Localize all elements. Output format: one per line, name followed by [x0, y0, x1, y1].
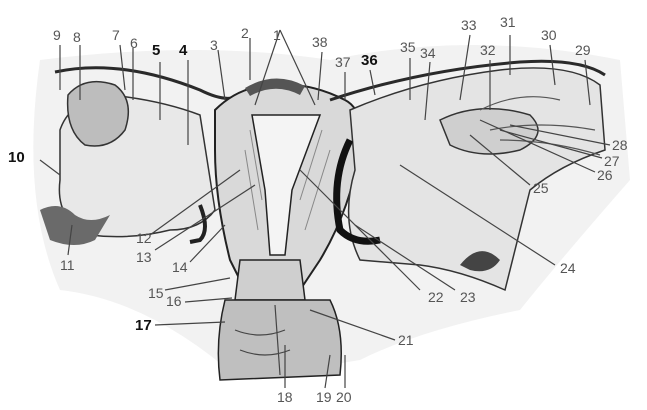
label-14: 14	[172, 259, 188, 275]
label-20: 20	[336, 389, 352, 405]
label-9: 9	[53, 27, 61, 43]
label-21: 21	[398, 332, 414, 348]
label-4: 4	[179, 42, 188, 59]
label-5: 5	[152, 42, 160, 59]
label-12: 12	[136, 230, 152, 246]
label-33: 33	[461, 17, 477, 33]
label-25: 25	[533, 180, 549, 196]
label-10: 10	[8, 149, 25, 166]
label-22: 22	[428, 289, 444, 305]
label-11: 11	[60, 257, 75, 273]
label-28: 28	[612, 137, 628, 153]
label-32: 32	[480, 42, 496, 58]
label-29: 29	[575, 42, 591, 58]
label-8: 8	[73, 29, 81, 45]
label-26: 26	[597, 167, 613, 183]
label-15: 15	[148, 285, 164, 301]
label-2: 2	[241, 25, 249, 41]
label-36: 36	[361, 52, 378, 69]
label-19: 19	[316, 389, 332, 405]
label-17: 17	[135, 317, 152, 334]
label-18: 18	[277, 389, 293, 405]
right-ovary	[440, 109, 538, 154]
label-16: 16	[166, 293, 182, 309]
label-24: 24	[560, 260, 576, 276]
label-31: 31	[500, 14, 516, 30]
label-3: 3	[210, 37, 218, 53]
label-30: 30	[541, 27, 557, 43]
label-23: 23	[460, 289, 476, 305]
label-35: 35	[400, 39, 416, 55]
label-27: 27	[604, 153, 620, 169]
label-1: 1	[273, 27, 281, 43]
left-ovary	[68, 82, 129, 146]
label-7: 7	[112, 27, 120, 43]
label-37: 37	[335, 54, 351, 70]
label-38: 38	[312, 34, 328, 50]
label-13: 13	[136, 249, 152, 265]
cervix	[235, 260, 305, 300]
label-34: 34	[420, 45, 436, 61]
label-6: 6	[130, 35, 138, 51]
